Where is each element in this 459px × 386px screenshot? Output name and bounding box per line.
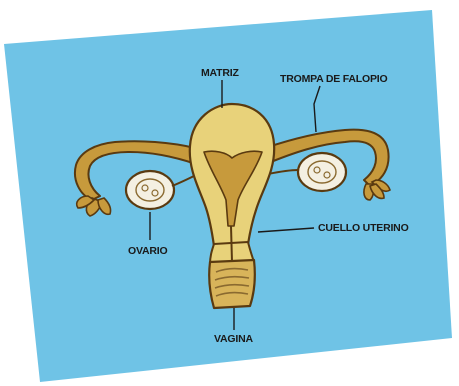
label-cuello-uterino: CUELLO UTERINO xyxy=(318,222,409,234)
label-matriz: MATRIZ xyxy=(201,67,239,79)
label-ovario: OVARIO xyxy=(128,245,167,257)
label-trompa-de-falopio: TROMPA DE FALOPIO xyxy=(280,73,387,85)
ovary-right xyxy=(298,153,346,191)
cervical-canal xyxy=(231,226,232,262)
ovary-left xyxy=(126,171,174,209)
label-vagina: VAGINA xyxy=(214,333,253,345)
